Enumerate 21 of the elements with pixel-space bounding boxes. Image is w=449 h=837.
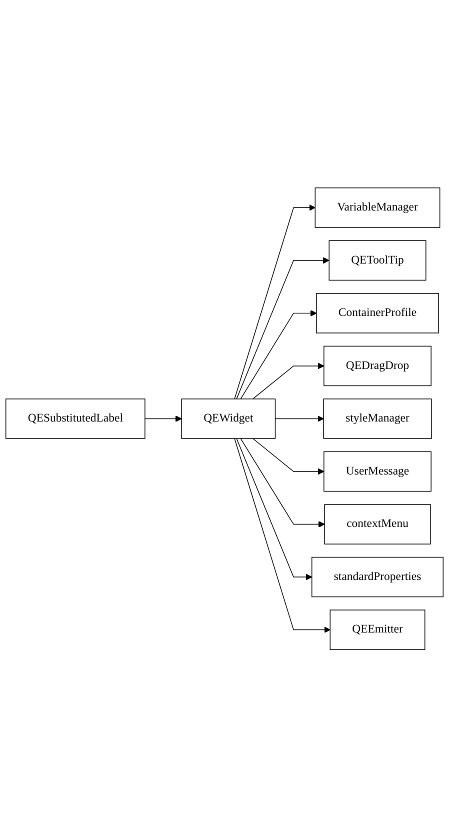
node-box: standardProperties	[312, 556, 444, 597]
arrow	[234, 438, 330, 633]
arrow	[240, 438, 325, 528]
node-box: QEEmitter	[330, 609, 426, 650]
node-box: QESubstitutedLabel	[6, 398, 146, 439]
arrow	[236, 438, 312, 580]
node-box: QEDragDrop	[324, 346, 432, 386]
node-box: QEWidget	[181, 398, 276, 439]
node-box: QEToolTip	[328, 240, 426, 280]
arrow	[144, 415, 182, 422]
arrow	[274, 415, 324, 422]
arrow	[252, 362, 324, 400]
node-box: contextMenu	[324, 504, 431, 544]
arrow	[240, 310, 317, 400]
arrow	[252, 438, 324, 474]
node-box: ContainerProfile	[316, 292, 439, 334]
node-box: UserMessage	[324, 451, 432, 492]
node-box: styleManager	[323, 398, 432, 439]
arrow	[236, 256, 330, 400]
node-box: VariableManager	[314, 187, 440, 228]
arrow	[234, 204, 316, 400]
